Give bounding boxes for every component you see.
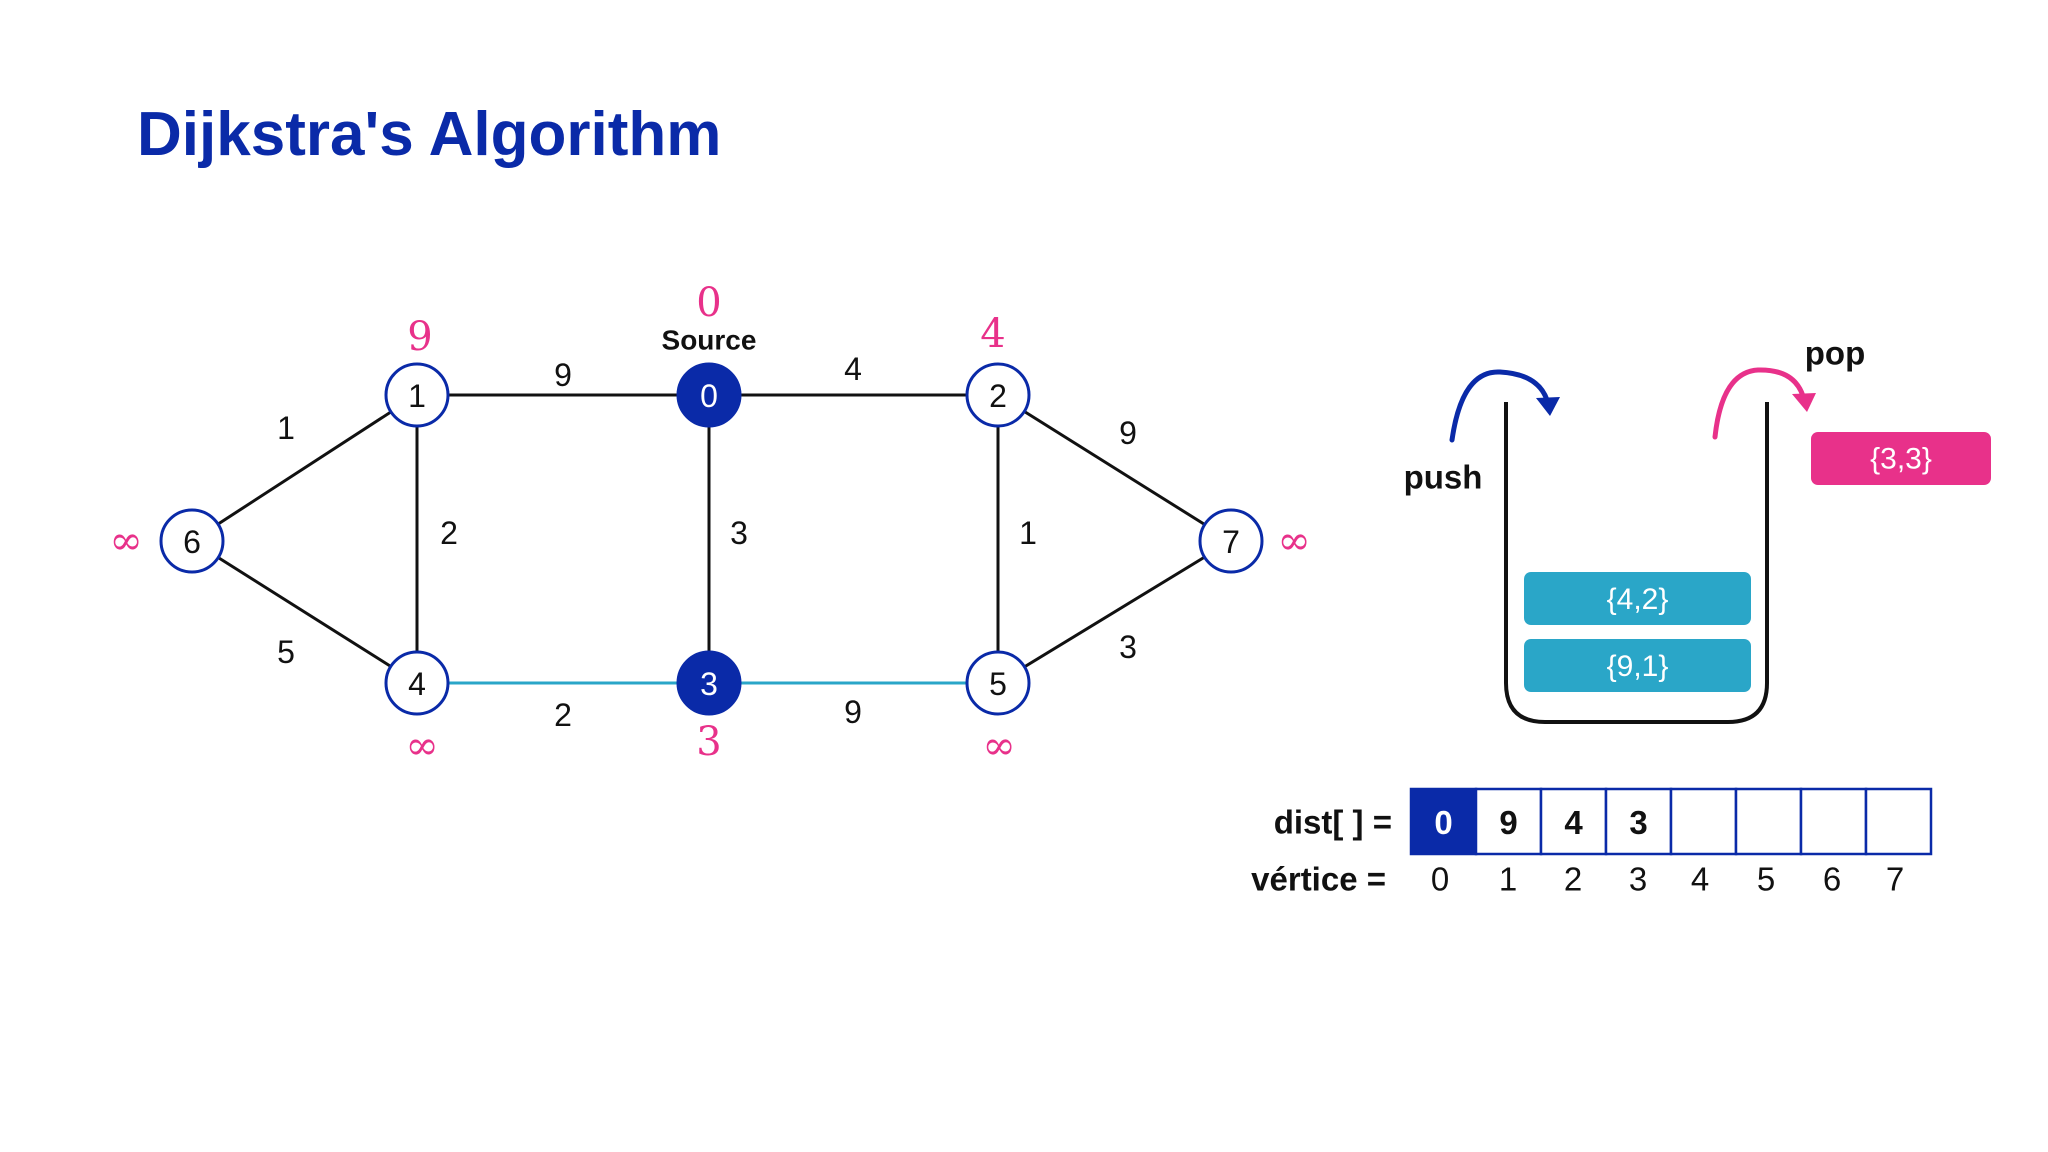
edge-weight-0-2: 4 <box>844 351 862 387</box>
node-1 <box>384 362 450 428</box>
vertex-index-3: 3 <box>1629 861 1647 898</box>
node-label-6: 6 <box>183 524 201 560</box>
graph-nodes: 0 1 2 3 4 5 6 7 <box>159 362 1264 716</box>
vertex-index-5: 5 <box>1757 861 1775 898</box>
dist-array: dist[ ] = vértice = 0 9 4 3 0 1 2 3 4 5 6 7 <box>1251 787 1933 898</box>
graph-distance-labels: 0 9 4 3 ∞ ∞ ∞ ∞ <box>109 280 1310 769</box>
queue-container <box>1504 402 1769 724</box>
queue-items: {4,2} {9,1} <box>1524 572 1751 692</box>
node-0 <box>676 362 742 428</box>
push-arrow-icon <box>1449 369 1550 443</box>
dist-cell-value-3: 3 <box>1629 804 1647 841</box>
node-distance-6: ∞ <box>109 518 142 564</box>
dist-cell-7 <box>1864 787 1933 856</box>
dist-cell-3 <box>1604 787 1673 856</box>
edge-2-7 <box>997 393 1232 543</box>
node-2 <box>965 362 1031 428</box>
push-label: push <box>1404 459 1483 496</box>
dist-cell-6 <box>1799 787 1868 856</box>
page-title: Dijkstra's Algorithm <box>137 100 721 169</box>
node-distance-4: ∞ <box>405 723 438 769</box>
edge-6-1 <box>191 393 418 543</box>
dist-cell-0 <box>1409 787 1478 856</box>
node-label-4: 4 <box>408 666 426 702</box>
node-distance-0: 0 <box>696 280 721 326</box>
edge-weight-6-1: 1 <box>277 410 295 446</box>
vertex-index-7: 7 <box>1886 861 1904 898</box>
node-label-1: 1 <box>408 378 426 414</box>
vertex-index-4: 4 <box>1691 861 1709 898</box>
edge-weight-3-5: 9 <box>844 694 862 730</box>
node-4 <box>384 650 450 716</box>
vertex-index-row: 0 1 2 3 4 5 6 7 <box>1431 861 1904 898</box>
node-label-7: 7 <box>1222 524 1240 560</box>
node-3 <box>676 650 742 716</box>
queue-item <box>1524 639 1751 692</box>
pop-label: pop <box>1805 335 1865 372</box>
vertex-index-6: 6 <box>1823 861 1841 898</box>
popped-item <box>1811 432 1991 485</box>
node-label-2: 2 <box>989 378 1007 414</box>
vertex-index-0: 0 <box>1431 861 1449 898</box>
edge-weight-1-0: 9 <box>554 357 572 393</box>
edge-weight-6-4: 5 <box>277 634 295 670</box>
node-7 <box>1198 508 1264 574</box>
dist-cell-value-1: 9 <box>1499 804 1517 841</box>
node-6 <box>159 508 225 574</box>
edge-weight-0-3: 3 <box>730 515 748 551</box>
dist-cell-value-0: 0 <box>1434 804 1452 841</box>
edge-5-7 <box>997 539 1232 685</box>
vertex-index-1: 1 <box>1499 861 1517 898</box>
vertex-index-2: 2 <box>1564 861 1582 898</box>
priority-queue: push pop {4,2} {9,1} {3,3} <box>1404 335 1991 724</box>
vertex-row-label: vértice = <box>1251 861 1386 898</box>
node-distance-5: ∞ <box>982 723 1015 769</box>
pop-arrowhead-icon <box>1792 393 1816 412</box>
queue-item <box>1524 572 1751 625</box>
edge-6-4 <box>191 539 418 685</box>
push-arrowhead-icon <box>1536 397 1560 416</box>
source-label: Source <box>662 325 757 356</box>
dist-array-cells: 0 9 4 3 <box>1409 787 1933 856</box>
edge-weight-5-7: 3 <box>1119 629 1137 665</box>
node-distance-3: 3 <box>696 719 721 765</box>
node-label-5: 5 <box>989 666 1007 702</box>
popped-item-text: {3,3} <box>1870 443 1932 476</box>
edge-weight-2-7: 9 <box>1119 415 1137 451</box>
dist-array-label: dist[ ] = <box>1274 804 1392 841</box>
node-distance-7: ∞ <box>1277 518 1310 564</box>
queue-item-text: {4,2} <box>1607 583 1669 616</box>
node-label-0: 0 <box>700 378 718 414</box>
graph-edges <box>191 393 1232 685</box>
node-distance-1: 9 <box>407 314 432 360</box>
dist-cell-value-2: 4 <box>1564 804 1583 841</box>
node-5 <box>965 650 1031 716</box>
dist-cell-4 <box>1669 787 1738 856</box>
dist-cell-5 <box>1734 787 1803 856</box>
dist-cell-2 <box>1539 787 1608 856</box>
node-label-3: 3 <box>700 666 718 702</box>
edge-weight-1-4: 2 <box>440 515 458 551</box>
pop-arrow-icon <box>1712 367 1806 440</box>
node-distance-2: 4 <box>980 311 1005 357</box>
edge-weight-4-3: 2 <box>554 697 572 733</box>
graph-edge-weights: 9 4 1 5 2 3 1 9 3 2 9 <box>277 351 1137 733</box>
queue-item-text: {9,1} <box>1607 650 1669 683</box>
edge-weight-2-5: 1 <box>1019 515 1037 551</box>
